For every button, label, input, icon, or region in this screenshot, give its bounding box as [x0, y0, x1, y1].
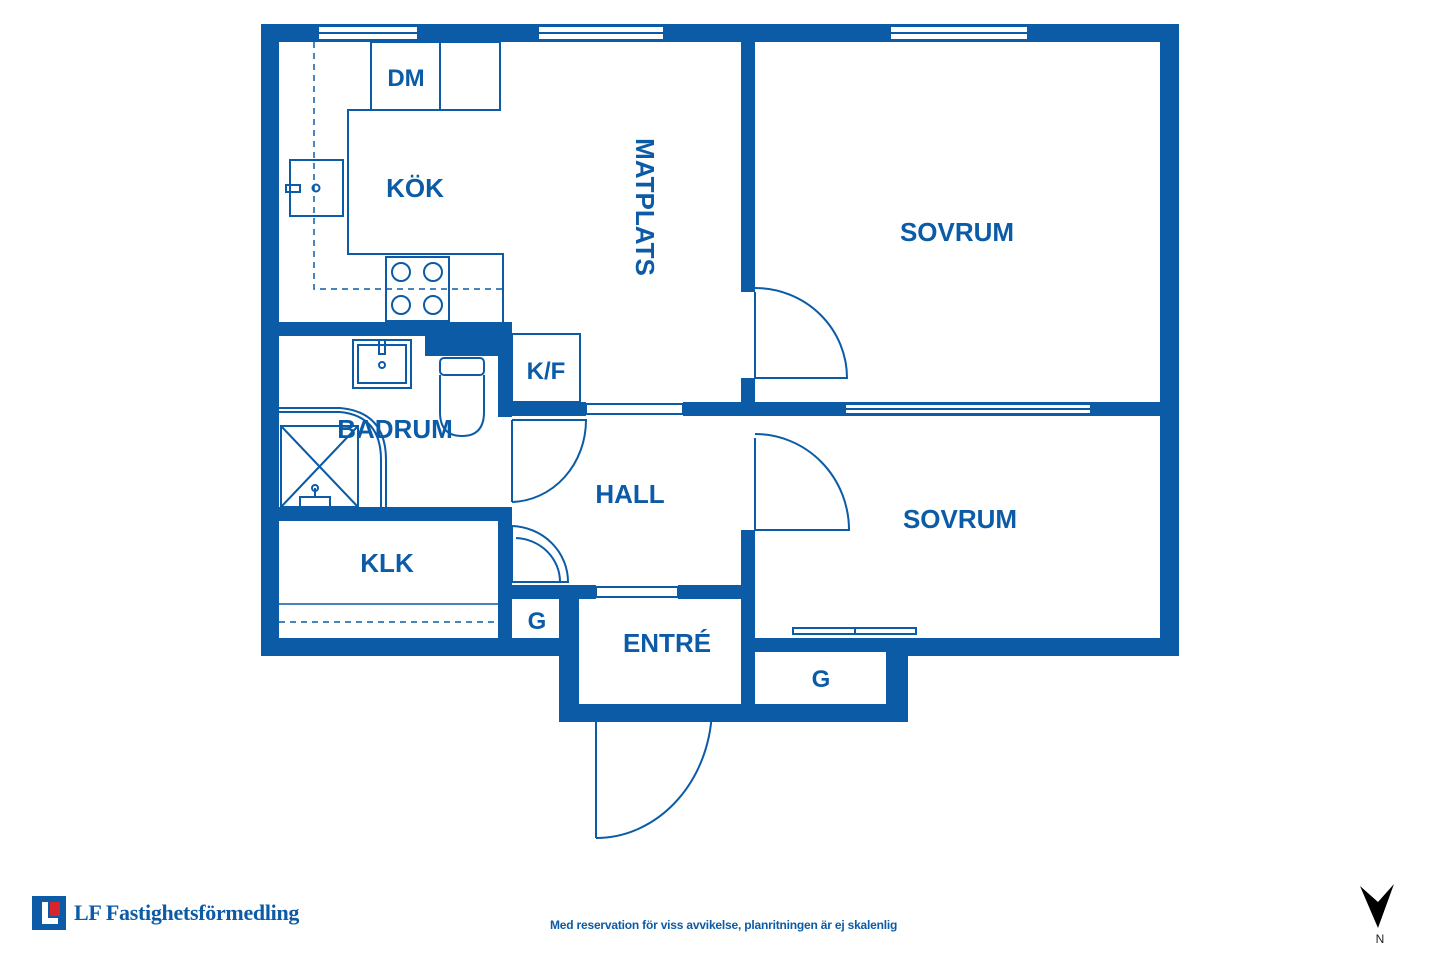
- brand-name: LF Fastighetsförmedling: [74, 900, 300, 925]
- room-labels: DM KÖK MATPLATS SOVRUM K/F BADRUM HALL S…: [337, 65, 1017, 693]
- fixtures: [279, 41, 917, 635]
- brand-logo: LF Fastighetsförmedling: [32, 896, 299, 930]
- floor-plan: DM KÖK MATPLATS SOVRUM K/F BADRUM HALL S…: [261, 24, 1179, 839]
- room-label-kf: K/F: [527, 358, 566, 385]
- north-label: N: [1375, 932, 1385, 946]
- room-label-sovrum-2: SOVRUM: [903, 504, 1017, 534]
- room-label-klk: KLK: [360, 548, 414, 578]
- room-label-badrum: BADRUM: [337, 414, 453, 444]
- walls: [261, 24, 1179, 722]
- disclaimer-text: Med reservation för viss avvikelse, plan…: [550, 918, 898, 932]
- room-label-dm: DM: [387, 65, 424, 92]
- room-label-g-1: G: [528, 608, 547, 635]
- room-label-entre: ENTRÉ: [623, 628, 711, 658]
- room-label-sovrum-1: SOVRUM: [900, 217, 1014, 247]
- room-label-matplats: MATPLATS: [630, 138, 660, 276]
- room-label-kok: KÖK: [386, 173, 444, 203]
- lf-logo-icon: [32, 896, 66, 930]
- doors: [511, 287, 851, 839]
- north-indicator: N: [1358, 882, 1398, 948]
- north-arrow-icon: [1360, 884, 1394, 928]
- windows: [317, 25, 1092, 598]
- room-label-g-2: G: [812, 666, 831, 693]
- room-label-hall: HALL: [595, 479, 664, 509]
